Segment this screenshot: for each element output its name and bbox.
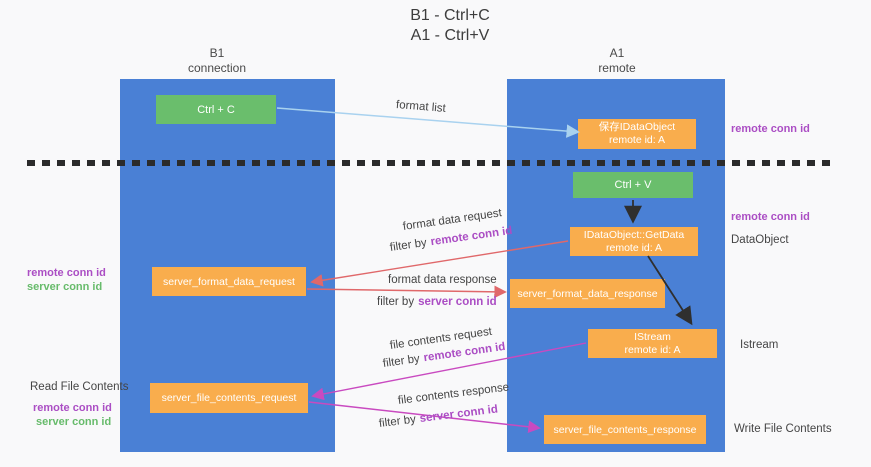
lane-header-b1: B1 connection bbox=[157, 46, 277, 76]
filter-key-remote-conn-id: remote conn id bbox=[429, 224, 514, 249]
diagram-title: B1 - Ctrl+C A1 - Ctrl+V bbox=[355, 6, 545, 46]
left-server-conn-id-label: server conn id bbox=[27, 281, 103, 293]
istream-label: Istream bbox=[740, 339, 779, 351]
node-ctrl-c: Ctrl + C bbox=[156, 95, 276, 124]
node-idataobject-getdata-line2: remote id: A bbox=[605, 241, 663, 254]
node-save-idataobject-line2: remote id: A bbox=[608, 134, 666, 146]
node-server-file-contents-response: server_file_contents_response bbox=[544, 415, 706, 444]
node-istream: IStream remote id: A bbox=[588, 329, 717, 358]
node-istream-line1: IStream bbox=[634, 330, 671, 343]
lane-header-a1: A1 remote bbox=[557, 46, 677, 76]
node-server-format-data-request: server_format_data_request bbox=[152, 267, 306, 296]
lane-header-b1-top: B1 bbox=[209, 46, 225, 60]
filter-by-text: filter by bbox=[377, 296, 415, 308]
dataobject-label: DataObject bbox=[731, 234, 789, 246]
left-label-format-conn-ids: remote conn id server conn id bbox=[27, 266, 106, 294]
write-file-contents-label: Write File Contents bbox=[734, 423, 832, 435]
read-file-contents-label: Read File Contents bbox=[30, 381, 129, 393]
node-save-idataobject-line1: 保存IDataObject bbox=[598, 121, 676, 133]
left-remote-conn-id-label: remote conn id bbox=[27, 267, 106, 279]
right-remote-conn-id-dataobject: remote conn id bbox=[731, 211, 810, 223]
node-server-format-data-response: server_format_data_response bbox=[510, 279, 665, 308]
edge-label-format-list: format list bbox=[395, 99, 447, 115]
edge-label-format-data-response: format data response bbox=[388, 274, 497, 286]
left-remote-conn-id-label: remote conn id bbox=[33, 402, 112, 414]
filter-by-text: filter by bbox=[382, 352, 421, 370]
left-label-file-conn-ids: remote conn id server conn id bbox=[33, 401, 112, 429]
phase-separator-dashed-line bbox=[27, 160, 830, 166]
right-remote-conn-id-top: remote conn id bbox=[731, 123, 810, 135]
lane-header-a1-bottom: remote bbox=[598, 61, 636, 75]
node-idataobject-getdata: IDataObject::GetData remote id: A bbox=[570, 227, 698, 256]
node-save-idataobject: 保存IDataObject remote id: A bbox=[578, 119, 696, 149]
filter-key-server-conn-id: server conn id bbox=[419, 403, 499, 425]
diagram-title-line1: B1 - Ctrl+C bbox=[410, 7, 490, 24]
arrow-format-data-response bbox=[306, 285, 507, 299]
left-server-conn-id-label: server conn id bbox=[36, 416, 112, 428]
filter-key-server-conn-id: server conn id bbox=[418, 296, 497, 308]
node-server-file-contents-request: server_file_contents_request bbox=[150, 383, 308, 413]
diagram-title-line2: A1 - Ctrl+V bbox=[410, 27, 490, 44]
filter-by-text: filter by bbox=[389, 236, 428, 254]
lane-header-a1-top: A1 bbox=[609, 46, 625, 60]
lane-header-b1-bottom: connection bbox=[187, 61, 247, 75]
node-idataobject-getdata-line1: IDataObject::GetData bbox=[583, 228, 685, 241]
node-istream-line2: remote id: A bbox=[624, 343, 681, 356]
filter-by-text: filter by bbox=[378, 413, 417, 430]
node-ctrl-v: Ctrl + V bbox=[573, 172, 693, 198]
